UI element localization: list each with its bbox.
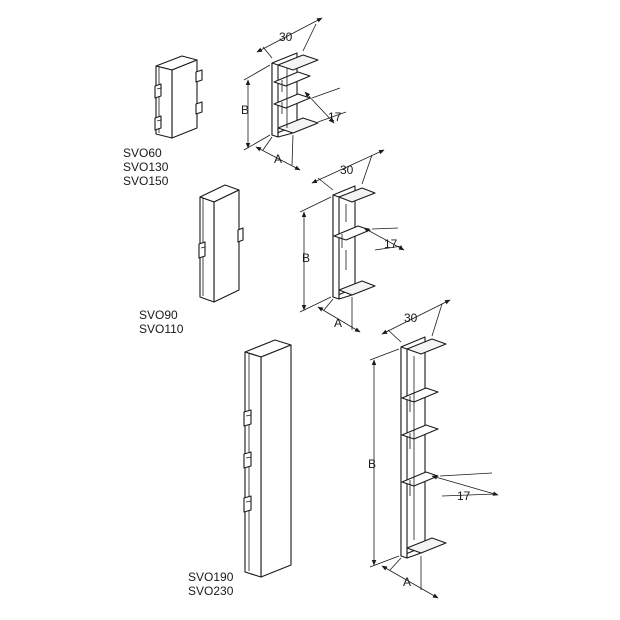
model-label-group-1: SVO60 SVO130 SVO150 bbox=[123, 146, 168, 188]
dimensioned-cover-3 bbox=[400, 336, 447, 559]
model-label: SVO110 bbox=[139, 322, 184, 336]
dimensioned-cover-1 bbox=[271, 52, 319, 138]
dim-width-label: 30 bbox=[404, 311, 418, 325]
model-label: SVO150 bbox=[123, 174, 169, 188]
dim-base-label: A bbox=[274, 152, 283, 166]
dim-depth-label: 17 bbox=[328, 110, 342, 124]
dim-width-label: 30 bbox=[279, 30, 293, 44]
model-label: SVO190 bbox=[188, 570, 234, 584]
dimension-lines-1 bbox=[243, 17, 347, 171]
dim-base-label: A bbox=[403, 575, 412, 589]
end-cover-large bbox=[243, 339, 292, 578]
model-label: SVO230 bbox=[188, 584, 234, 598]
dim-height-label: B bbox=[241, 103, 250, 117]
end-cover-small bbox=[154, 55, 203, 139]
dim-base-label: A bbox=[334, 316, 343, 330]
dim-depth-label: 17 bbox=[457, 489, 471, 503]
dimensioned-cover-2 bbox=[332, 185, 376, 300]
dim-width-label: 30 bbox=[340, 163, 354, 177]
model-label: SVO130 bbox=[123, 160, 169, 174]
model-label: SVO90 bbox=[139, 308, 178, 322]
dim-height-label: B bbox=[302, 251, 311, 265]
dimension-lines-3 bbox=[369, 299, 499, 599]
model-label: SVO60 bbox=[123, 146, 162, 160]
dimension-lines-2 bbox=[299, 149, 405, 333]
model-label-group-2: SVO90 SVO110 bbox=[139, 308, 183, 336]
model-label-group-3: SVO190 SVO230 bbox=[188, 570, 233, 598]
dim-depth-label: 17 bbox=[384, 237, 398, 251]
end-cover-medium bbox=[198, 184, 244, 303]
dim-height-label: B bbox=[368, 457, 377, 471]
